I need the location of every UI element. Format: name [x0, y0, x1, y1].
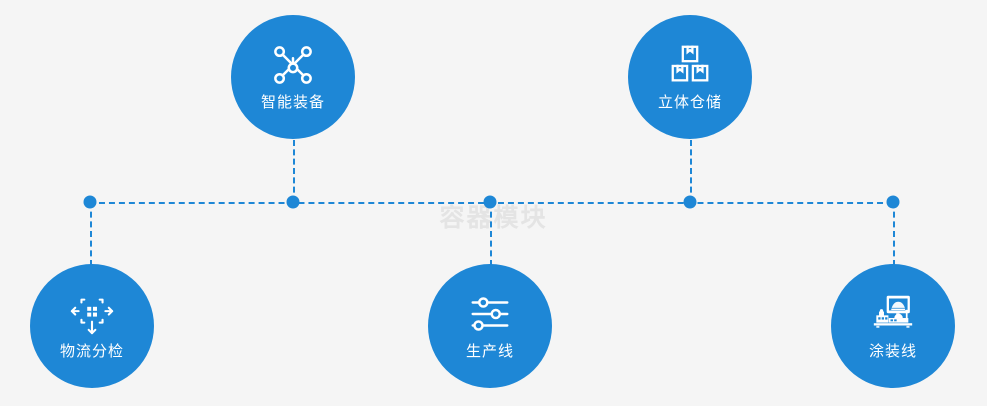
node-painting-line[interactable]: 涂装线: [831, 264, 955, 388]
connector-riser-logistics-sorting: [90, 202, 92, 266]
junction-dot-painting: [886, 195, 900, 209]
node-intelligent-equipment[interactable]: 智能装备: [231, 15, 355, 139]
watermark-label: 容器模块: [439, 204, 548, 232]
node-label-logistics-sorting: 物流分检: [59, 343, 124, 360]
node-label-stereoscopic-warehouse: 立体仓储: [657, 94, 722, 111]
node-logistics-sorting[interactable]: 物流分检: [30, 264, 154, 388]
node-production-line[interactable]: 生产线: [428, 264, 552, 388]
junction-dot-logistics: [83, 195, 97, 209]
node-label-production-line: 生产线: [465, 343, 514, 360]
connector-riser-intelligent-equipment: [293, 140, 295, 202]
connector-riser-production-line: [490, 202, 492, 266]
node-label-painting-line: 涂装线: [868, 343, 917, 360]
junction-dot-production: [483, 195, 497, 209]
junction-dot-equipment: [286, 195, 300, 209]
stacked-boxes-icon: [667, 42, 713, 88]
junction-dot-warehouse: [683, 195, 697, 209]
paint-workstation-icon: [870, 291, 916, 337]
node-label-intelligent-equipment: 智能装备: [260, 94, 325, 111]
connector-riser-painting-line: [893, 202, 895, 266]
node-stereoscopic-warehouse[interactable]: 立体仓储: [628, 15, 752, 139]
sliders-icon: [467, 291, 513, 337]
connector-riser-stereoscopic-warehouse: [690, 140, 692, 202]
network-nodes-icon: [270, 42, 316, 88]
sorting-arrows-icon: [69, 291, 115, 337]
